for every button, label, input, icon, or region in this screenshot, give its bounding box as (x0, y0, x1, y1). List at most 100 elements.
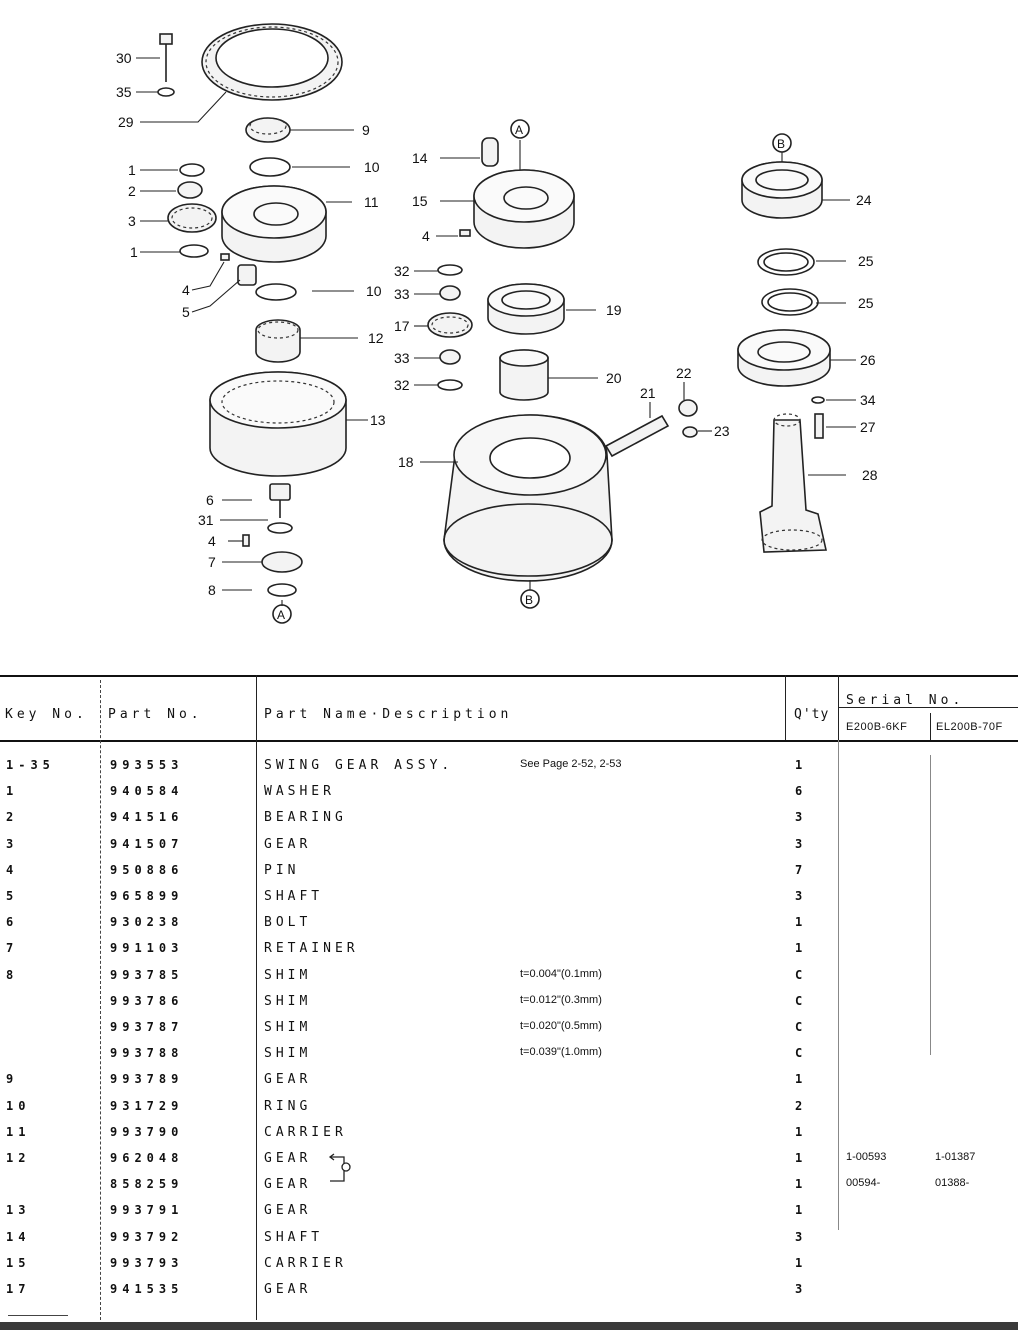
part-name-cell: SHIM (264, 1046, 312, 1062)
description-cell: See Page 2-52, 2-53 (520, 758, 622, 770)
part-name-cell: RING (264, 1098, 312, 1114)
ref-a-top-circle (510, 119, 530, 139)
key-cell: 9 (6, 1072, 19, 1087)
key-cell: 4 (6, 862, 19, 877)
part-number-cell: 931729 (110, 1098, 184, 1113)
part-number-cell: 965899 (110, 889, 184, 903)
callout: 15 (412, 193, 428, 209)
callout: 11 (364, 194, 379, 210)
quantity-cell: 1 (795, 1177, 803, 1192)
callout: 28 (862, 467, 878, 483)
quantity-cell: 1 (795, 1255, 803, 1270)
washer-31 (267, 522, 293, 534)
description-cell: t=0.020"(0.5mm) (520, 1020, 602, 1032)
ring-10a (249, 157, 291, 177)
key-cell: 11 (6, 1124, 31, 1139)
callout: 17 (394, 318, 410, 334)
part-number-cell: 858259 (110, 1177, 184, 1192)
callout: 21 (640, 385, 656, 401)
divider-part-name (256, 675, 257, 1320)
divider-serial-a-b (930, 713, 931, 740)
shaft-14 (481, 137, 499, 167)
key-cell: 17 (6, 1282, 31, 1296)
callout: 22 (676, 365, 692, 381)
callout: 7 (208, 554, 216, 570)
quantity-cell: C (795, 967, 803, 982)
part-number-cell: 991103 (110, 941, 184, 956)
header-serial-model-b: EL200B-70F (936, 721, 1003, 733)
bearing-33a (439, 285, 461, 301)
part-number-cell: 993791 (110, 1203, 184, 1218)
part-name-cell: GEAR (264, 1203, 312, 1219)
divider-serial-body (930, 755, 931, 1055)
right-assembly (737, 161, 831, 553)
parts-table: Key No. Part No. Part Name·Description Q… (0, 675, 1018, 1320)
callout: 33 (394, 286, 410, 302)
part-number-cell: 993788 (110, 1046, 184, 1061)
part-number-cell: 962048 (110, 1151, 184, 1165)
header-bottom-rule (0, 740, 1018, 742)
page-bottom-bar (0, 1322, 1018, 1330)
part-name-cell: CARRIER (264, 1124, 347, 1140)
part-number-cell: 993553 (110, 758, 184, 772)
ref-a-top: A (515, 123, 523, 137)
quantity-cell: 3 (795, 836, 803, 851)
description-cell: t=0.012"(0.3mm) (520, 993, 602, 1006)
callout: 29 (118, 114, 134, 130)
gear-3 (167, 203, 217, 233)
callout: 4 (208, 533, 216, 549)
quantity-cell: C (795, 1020, 803, 1034)
quantity-cell: 3 (795, 889, 803, 903)
description-cell: t=0.039"(1.0mm) (520, 1046, 602, 1059)
callout: 14 (412, 150, 428, 166)
callout: 18 (398, 454, 414, 470)
quantity-cell: 1 (795, 1151, 803, 1165)
callout: 10 (364, 159, 380, 175)
retainer-7 (261, 551, 303, 573)
divider-qty-serial-body (838, 740, 839, 1230)
part-name-cell: PIN (264, 862, 300, 878)
plug-22 (678, 399, 698, 417)
quantity-cell: 6 (795, 784, 803, 799)
part-name-cell: GEAR (264, 836, 312, 852)
header-serial-no: Serial No. (846, 693, 965, 708)
quantity-cell: 1 (795, 941, 803, 956)
plug-23 (682, 426, 698, 438)
description-cell: t=0.004"(0.1mm) (520, 967, 602, 980)
callout: 25 (858, 253, 874, 269)
part-number-cell: 993785 (110, 967, 184, 982)
ref-b-top: B (777, 137, 785, 151)
serial-subheader-rule (838, 707, 1018, 708)
quantity-cell: C (795, 993, 803, 1008)
divider-key-part (100, 680, 101, 1320)
part-number-cell: 993790 (110, 1124, 184, 1139)
part-number-cell: 993792 (110, 1229, 184, 1244)
header-part-name: Part Name·Description (264, 707, 513, 722)
part-number-cell: 941516 (110, 810, 184, 825)
callout: 9 (362, 122, 370, 138)
header-serial-model-a: E200B-6KF (846, 721, 908, 733)
bearing-33b (439, 349, 461, 365)
bolt-30 (159, 33, 173, 45)
callout: 4 (422, 228, 430, 244)
part-name-cell: SHIM (264, 967, 312, 983)
quantity-cell: 1 (795, 1072, 803, 1087)
callout: 35 (116, 84, 132, 100)
quantity-cell: 1 (795, 758, 803, 772)
part-number-cell: 940584 (110, 784, 184, 799)
quantity-cell: 3 (795, 1229, 803, 1244)
reference-markers: A A B B (272, 119, 792, 624)
callout: 27 (860, 419, 876, 435)
serial-b-cell: 1-01387 (935, 1151, 976, 1163)
divider-name-qty (785, 675, 786, 740)
callout: 3 (128, 213, 136, 229)
gear-12 (255, 319, 301, 363)
quantity-cell: 1 (795, 915, 803, 930)
